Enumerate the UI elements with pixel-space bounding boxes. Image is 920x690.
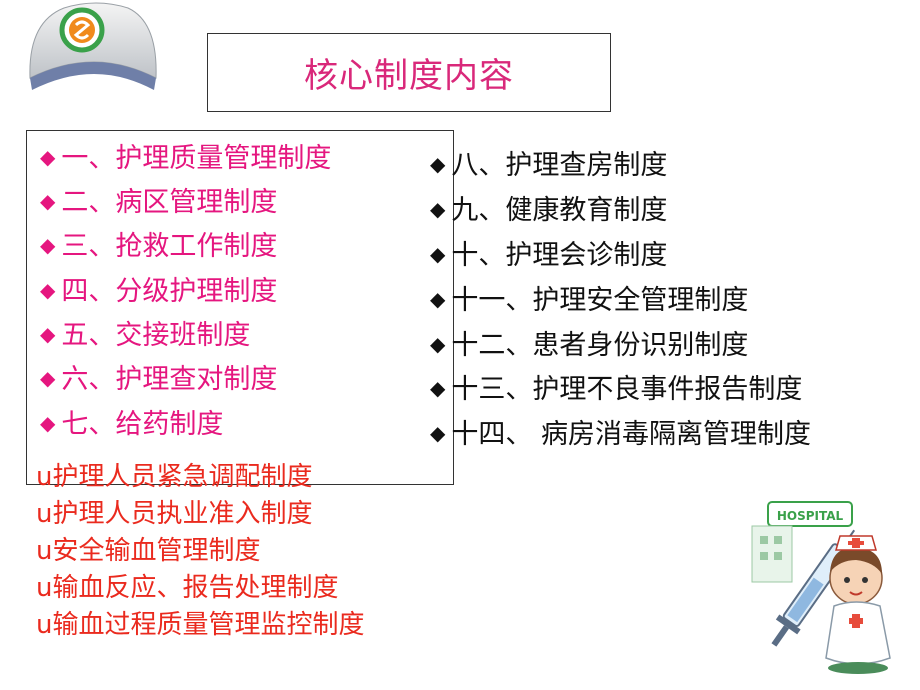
- hospital-sign-text: HOSPITAL: [777, 509, 844, 523]
- title-box: 核心制度内容: [207, 33, 611, 112]
- list-item-text: 十一、护理安全管理制度: [451, 285, 749, 316]
- list-item: ◆四、分级护理制度: [40, 273, 277, 309]
- list-item: ◆十一、护理安全管理制度: [430, 281, 748, 319]
- list-item: ◆十二、患者身份识别制度: [430, 326, 748, 364]
- list-item-text: 五、交接班制度: [61, 320, 251, 351]
- diamond-bullet-icon: ◆: [40, 189, 56, 213]
- diamond-bullet-icon: ◆: [430, 152, 446, 176]
- list-item: ◆十三、护理不良事件报告制度: [430, 370, 802, 408]
- diamond-bullet-icon: ◆: [40, 233, 56, 257]
- list-item: ◆十、护理会诊制度: [430, 236, 667, 274]
- diamond-bullet-icon: ◆: [40, 366, 56, 390]
- list-item: ◆七、给药制度: [40, 406, 223, 442]
- diamond-bullet-icon: ◆: [40, 322, 56, 346]
- list-item-text: 七、给药制度: [61, 409, 224, 440]
- list-item: ◆八、护理查房制度: [430, 146, 667, 184]
- list-item: u安全输血管理制度: [36, 536, 261, 566]
- list-item-text: 四、分级护理制度: [61, 276, 278, 307]
- diamond-bullet-icon: ◆: [40, 278, 56, 302]
- list-item-text: 十、护理会诊制度: [451, 240, 668, 271]
- list-item: ◆二、病区管理制度: [40, 184, 277, 220]
- diamond-bullet-icon: ◆: [430, 332, 446, 356]
- list-item: ◆九、健康教育制度: [430, 191, 667, 229]
- list-item-text: 九、健康教育制度: [451, 195, 668, 226]
- list-item: u护理人员执业准入制度: [36, 499, 313, 529]
- list-item-text: 一、护理质量管理制度: [61, 143, 332, 174]
- list-item: ◆十四、 病房消毒隔离管理制度: [430, 415, 811, 453]
- diamond-bullet-icon: ◆: [40, 411, 56, 435]
- list-item-text: 十三、护理不良事件报告制度: [451, 374, 803, 405]
- diamond-bullet-icon: ◆: [430, 376, 446, 400]
- diamond-bullet-icon: ◆: [430, 421, 446, 445]
- diamond-bullet-icon: ◆: [430, 242, 446, 266]
- diamond-bullet-icon: ◆: [40, 145, 56, 169]
- list-item: ◆三、抢救工作制度: [40, 228, 277, 264]
- list-item-text: 三、抢救工作制度: [61, 231, 278, 262]
- diamond-bullet-icon: ◆: [430, 197, 446, 221]
- left-list-box: [26, 130, 454, 485]
- list-item-text: 二、病区管理制度: [61, 187, 278, 218]
- list-item: u输血反应、报告处理制度: [36, 573, 339, 603]
- page-title: 核心制度内容: [304, 56, 514, 96]
- nurse-cap-logo: [24, 0, 162, 92]
- list-item: ◆六、护理查对制度: [40, 361, 277, 397]
- list-item: ◆一、护理质量管理制度: [40, 140, 331, 176]
- list-item: u输血过程质量管理监控制度: [36, 610, 365, 640]
- list-item: ◆五、交接班制度: [40, 317, 250, 353]
- list-item: u护理人员紧急调配制度: [36, 462, 313, 492]
- diamond-bullet-icon: ◆: [430, 287, 446, 311]
- nurse-illustration: HOSPITAL: [748, 498, 908, 678]
- list-item-text: 十四、 病房消毒隔离管理制度: [451, 419, 811, 450]
- list-item-text: 八、护理查房制度: [451, 150, 668, 181]
- list-item-text: 十二、患者身份识别制度: [451, 330, 749, 361]
- list-item-text: 六、护理查对制度: [61, 364, 278, 395]
